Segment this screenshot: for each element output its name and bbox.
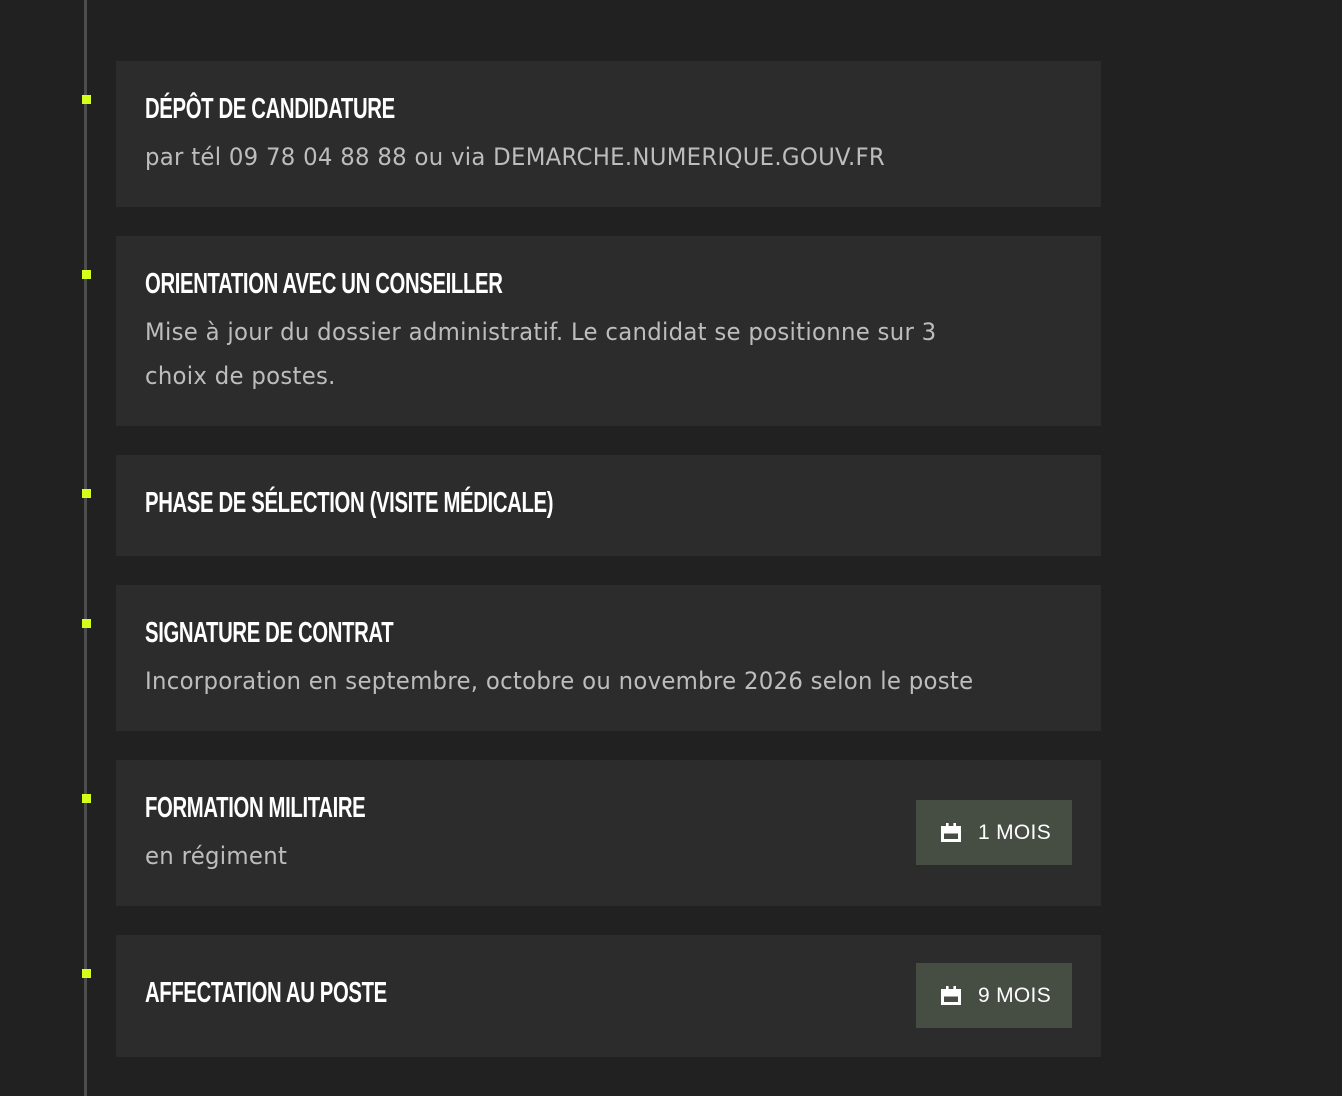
step-title: Orientation avec un conseiller [145,268,503,300]
calendar-icon [940,822,962,843]
duration-label: 9 MOIS [978,983,1051,1007]
timeline-marker [82,619,91,628]
step-title: Formation militaire [145,792,366,824]
duration-badge: 9 MOIS [916,963,1072,1028]
step-phase-selection: Phase de sélection (visite médicale) [82,455,1101,556]
step-description-line-1: Mise à jour du dossier administratif. Le… [145,318,937,346]
timeline-marker [82,489,91,498]
calendar-icon [940,985,962,1006]
step-depot-candidature: Dépôt de candidature par tél 09 78 04 88… [82,61,1101,207]
step-title: Dépôt de candidature [145,93,395,125]
step-affectation-poste: Affectation au poste 9 MOIS [82,935,1101,1057]
step-description-line-2: choix de postes. [145,362,336,390]
timeline-line [84,0,87,1096]
duration-badge: 1 MOIS [916,800,1072,865]
step-title: Phase de sélection (visite médicale) [145,487,554,519]
step-title: Affectation au poste [145,977,387,1009]
timeline-marker [82,969,91,978]
timeline-marker [82,794,91,803]
step-description: en régiment [145,842,288,870]
duration-label: 1 MOIS [978,820,1051,844]
timeline-marker [82,270,91,279]
step-signature-contrat: Signature de contrat Incorporation en se… [82,585,1101,731]
step-description: Incorporation en septembre, octobre ou n… [145,667,974,695]
step-orientation: Orientation avec un conseiller Mise à jo… [82,236,1101,426]
step-formation-militaire: Formation militaire en régiment 1 MOIS [82,760,1101,906]
step-description: par tél 09 78 04 88 88 ou via DEMARCHE.N… [145,143,886,171]
step-title: Signature de contrat [145,617,394,649]
timeline-marker [82,95,91,104]
